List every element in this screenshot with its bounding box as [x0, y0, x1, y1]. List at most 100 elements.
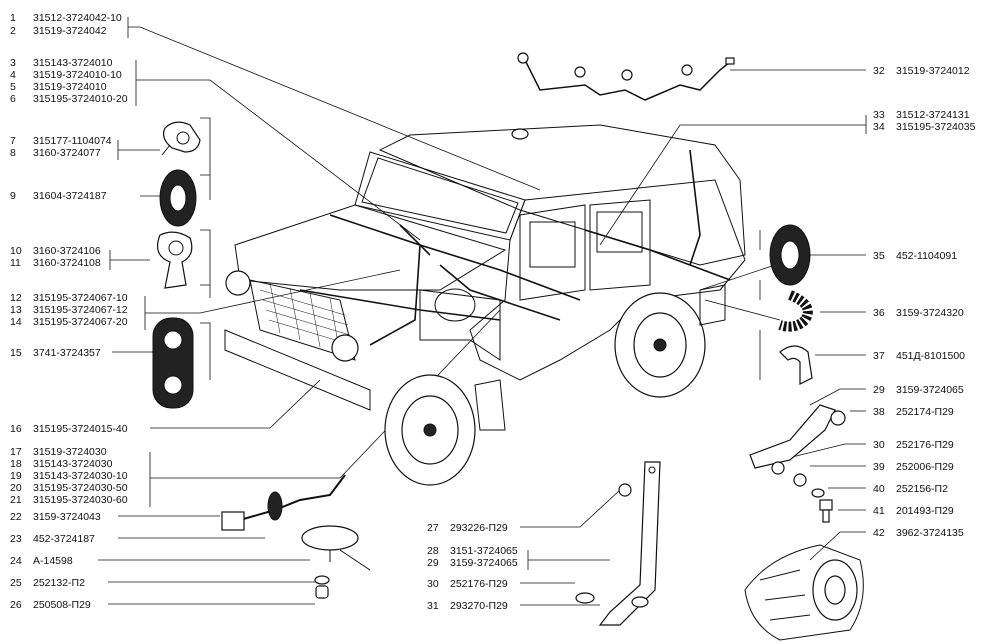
callout-num-35: 35 — [873, 250, 885, 262]
callout-code-25: 252132-П2 — [33, 577, 85, 589]
vehicle-body — [224, 124, 746, 486]
callout-code-32: 31519-3724012 — [896, 65, 970, 77]
ground-strap-icon — [598, 461, 661, 626]
callout-code-27: 293226-П29 — [450, 522, 508, 534]
callout-num-12: 12 — [10, 292, 22, 304]
callout-num-31: 31 — [427, 600, 439, 612]
ring-terminal-icon — [621, 69, 633, 81]
callout-code-23: 452-3724187 — [33, 533, 95, 545]
right-parts — [744, 224, 864, 641]
callout-code-10: 3160-3724106 — [33, 245, 101, 257]
callout-num-15: 15 — [10, 347, 22, 359]
callout-num-26: 26 — [10, 599, 22, 611]
gearbox-icon — [744, 544, 864, 641]
connector-icon — [221, 511, 245, 531]
front-mudflap — [474, 379, 506, 431]
callout-num-38: 38 — [873, 406, 885, 418]
left-parts — [152, 121, 201, 409]
callout-code-21: 315195-3724030-60 — [33, 494, 128, 506]
washer-icon — [575, 592, 595, 604]
callout-code-12: 315195-3724067-10 — [33, 292, 128, 304]
washer-icon — [618, 483, 632, 497]
callout-num-4: 4 — [10, 69, 16, 81]
callout-num-5: 5 — [10, 81, 16, 93]
callout-num-27: 27 — [427, 522, 439, 534]
callout-num-2: 2 — [10, 25, 16, 37]
bracket-icon — [779, 345, 813, 385]
right-callouts: 32 31519-3724012 33 31512-3724131 34 315… — [873, 65, 976, 539]
center-bottom-parts — [575, 461, 661, 626]
callout-num-10: 10 — [10, 245, 22, 257]
callout-code-9: 31604-3724187 — [33, 190, 107, 202]
callout-num-20: 20 — [10, 482, 22, 494]
callout-num-37: 37 — [873, 350, 885, 362]
rear-window — [596, 211, 643, 253]
callout-num-33: 33 — [873, 109, 885, 121]
front-door — [519, 204, 586, 301]
grommet-icon — [267, 491, 283, 521]
callout-code-17: 31519-3724030 — [33, 446, 107, 458]
callout-code-33: 31512-3724131 — [896, 109, 970, 121]
callout-num-18: 18 — [10, 458, 22, 470]
callout-code-35: 452-1104091 — [896, 250, 957, 262]
ring-terminal-icon — [517, 52, 529, 64]
callout-code-26: 250508-П29 — [33, 599, 91, 611]
callout-num-39: 39 — [873, 461, 885, 473]
bolt-icon — [819, 499, 833, 523]
callout-code-5: 31519-3724010 — [33, 81, 107, 93]
front-window — [529, 221, 576, 268]
callout-num-41: 41 — [873, 505, 885, 517]
hood — [234, 204, 507, 291]
callout-num-3: 3 — [10, 57, 16, 69]
callout-num-21: 21 — [10, 494, 22, 506]
callout-code-13: 315195-3724067-12 — [33, 304, 128, 316]
callout-code-11: 3160-3724108 — [33, 257, 101, 269]
fuel-flap — [434, 288, 476, 322]
callout-code-39: 252006-П29 — [896, 461, 954, 473]
wiring-harness — [299, 149, 731, 346]
callout-num-36: 36 — [873, 307, 885, 319]
callout-code-37: 451Д-8101500 — [896, 350, 965, 362]
callout-code-30b: 252176-П29 — [896, 439, 954, 451]
callout-num-6: 6 — [10, 93, 16, 105]
washer-icon — [314, 575, 330, 585]
washer-icon — [811, 488, 825, 498]
roof-vent — [511, 128, 529, 140]
roof-harness-part — [517, 52, 735, 101]
callout-code-16: 315195-3724015-40 — [33, 423, 128, 435]
callout-num-40: 40 — [873, 483, 885, 495]
callout-num-9: 9 — [10, 190, 16, 202]
callout-num-19: 19 — [10, 470, 22, 482]
callout-code-29b: 3159-3724065 — [896, 384, 964, 396]
callout-code-22: 3159-3724043 — [33, 511, 101, 523]
callout-code-4: 31519-3724010-10 — [33, 69, 122, 81]
callout-num-16: 16 — [10, 423, 22, 435]
callout-num-23: 23 — [10, 533, 22, 545]
callout-num-17: 17 — [10, 446, 22, 458]
callout-code-1: 31512-3724042-10 — [33, 12, 122, 24]
corrugated-tube-icon — [778, 290, 813, 332]
washer-icon — [631, 596, 649, 608]
callout-num-22: 22 — [10, 511, 22, 523]
front-wheel — [384, 374, 476, 486]
callout-code-14: 315195-3724067-20 — [33, 316, 128, 328]
windshield — [354, 151, 526, 241]
callout-num-13: 13 — [10, 304, 22, 316]
callout-num-28: 28 — [427, 545, 439, 557]
washer-icon — [830, 410, 846, 426]
callout-code-34: 315195-3724035 — [896, 121, 976, 133]
leader-lines — [98, 17, 867, 606]
holder-icon — [157, 231, 193, 289]
callout-code-6: 315195-3724010-20 — [33, 93, 128, 105]
callout-code-24: А-14598 — [33, 555, 73, 567]
callout-code-20: 315195-3724030-50 — [33, 482, 128, 494]
ring-terminal-icon — [574, 66, 586, 78]
headlight-left — [225, 270, 251, 296]
callout-num-30b: 30 — [873, 439, 885, 451]
rear-wheel — [614, 292, 706, 398]
callout-num-25: 25 — [10, 577, 22, 589]
headlight-right — [331, 334, 359, 362]
left-callouts: 1 31512-3724042-10 2 31519-3724042 3 315… — [10, 12, 128, 611]
callout-code-42: 3962-3724135 — [896, 527, 964, 539]
